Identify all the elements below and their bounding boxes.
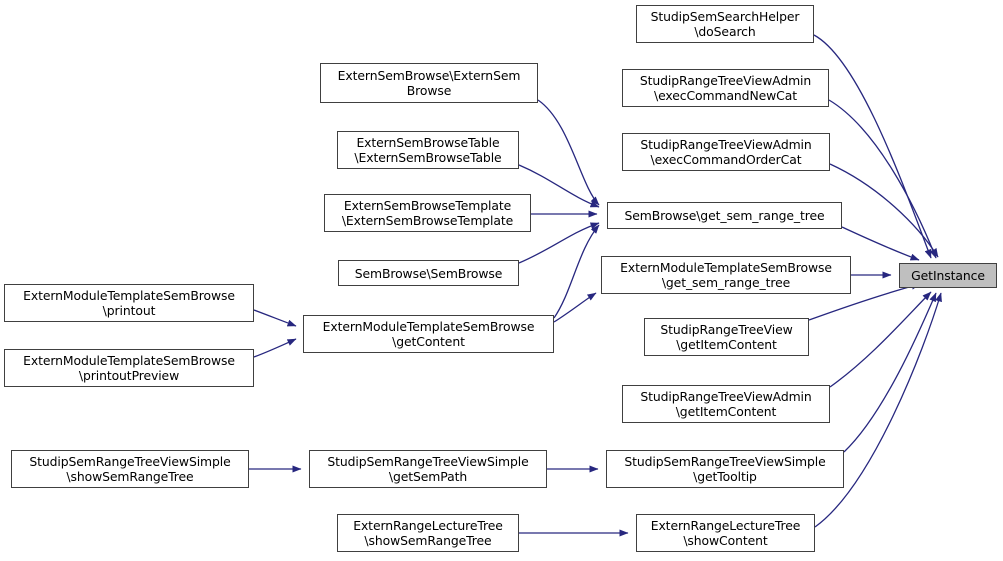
edge-rangeTreeViewAdminGetItemContent-to-getInstance — [829, 291, 932, 388]
edge-externRangeLectureTreeShowContent-to-getInstance — [814, 292, 942, 528]
node-externRangeLectureTreeShowContent[interactable]: ExternRangeLectureTree \showContent — [636, 514, 815, 552]
node-label: ExternModuleTemplateSemBrowse \printout — [23, 288, 235, 318]
node-label: ExternSemBrowseTemplate \ExternSemBrowse… — [341, 198, 514, 228]
node-label: ExternModuleTemplateSemBrowse \printoutP… — [23, 353, 235, 383]
edge-execCommandNewCat-to-getInstance — [828, 99, 937, 259]
node-label: StudipSemRangeTreeViewSimple \getTooltip — [624, 454, 826, 484]
node-label: StudipSemSearchHelper \doSearch — [650, 9, 800, 39]
node-label: ExternRangeLectureTree \showContent — [650, 518, 801, 548]
edge-externSemBrowse-to-semBrowseGetSemRangeTree — [537, 99, 600, 206]
edge-getContent-to-extModGetSemRangeTree — [553, 292, 597, 323]
node-label: ExternSemBrowseTable \ExternSemBrowseTab… — [354, 135, 502, 165]
edge-printoutPreview-to-getContent — [253, 338, 297, 358]
node-rangeTreeViewGetItemContent[interactable]: StudipRangeTreeView \getItemContent — [644, 318, 809, 356]
node-getInstance[interactable]: GetInstance — [899, 263, 997, 288]
node-semBrowseSemBrowse[interactable]: SemBrowse\SemBrowse — [338, 260, 519, 286]
node-label: SemBrowse\SemBrowse — [354, 265, 503, 281]
node-extModGetSemRangeTree[interactable]: ExternModuleTemplateSemBrowse \get_sem_r… — [601, 256, 851, 294]
node-externRangeLectureTreeShowSemRangeTree[interactable]: ExternRangeLectureTree \showSemRangeTree — [337, 514, 519, 552]
edge-semBrowseGetSemRangeTree-to-getInstance — [841, 226, 920, 261]
node-getTooltip[interactable]: StudipSemRangeTreeViewSimple \getTooltip — [606, 450, 844, 488]
node-showSemRangeTreeSimple[interactable]: StudipSemRangeTreeViewSimple \showSemRan… — [11, 450, 249, 488]
node-label: StudipSemRangeTreeViewSimple \getSemPath — [327, 454, 529, 484]
edge-printout-to-getContent — [253, 309, 297, 327]
node-printoutPreview[interactable]: ExternModuleTemplateSemBrowse \printoutP… — [4, 349, 254, 387]
edge-execCommandOrderCat-to-getInstance — [829, 163, 939, 258]
node-doSearch[interactable]: StudipSemSearchHelper \doSearch — [636, 5, 814, 43]
node-label: StudipRangeTreeView \getItemContent — [660, 322, 793, 352]
edge-getContent-to-semBrowseGetSemRangeTree — [553, 224, 600, 319]
node-rangeTreeViewAdminGetItemContent[interactable]: StudipRangeTreeViewAdmin \getItemContent — [622, 385, 830, 423]
edge-semBrowseSemBrowse-to-semBrowseGetSemRangeTree — [518, 222, 600, 264]
node-label: GetInstance — [911, 268, 985, 283]
node-label: StudipSemRangeTreeViewSimple \showSemRan… — [29, 454, 231, 484]
node-getContent[interactable]: ExternModuleTemplateSemBrowse \getConten… — [303, 315, 554, 353]
node-externSemBrowseTemplate[interactable]: ExternSemBrowseTemplate \ExternSemBrowse… — [324, 194, 531, 232]
node-execCommandOrderCat[interactable]: StudipRangeTreeViewAdmin \execCommandOrd… — [622, 133, 830, 171]
node-label: StudipRangeTreeViewAdmin \execCommandOrd… — [640, 137, 812, 167]
node-label: StudipRangeTreeViewAdmin \execCommandNew… — [639, 73, 812, 103]
node-execCommandNewCat[interactable]: StudipRangeTreeViewAdmin \execCommandNew… — [622, 69, 829, 107]
node-label: StudipRangeTreeViewAdmin \getItemContent — [640, 389, 812, 419]
node-label: ExternModuleTemplateSemBrowse \get_sem_r… — [620, 260, 832, 290]
node-getSemPath[interactable]: StudipSemRangeTreeViewSimple \getSemPath — [309, 450, 547, 488]
node-semBrowseGetSemRangeTree[interactable]: SemBrowse\get_sem_range_tree — [607, 202, 842, 229]
node-label: SemBrowse\get_sem_range_tree — [624, 208, 825, 223]
node-externSemBrowse[interactable]: ExternSemBrowse\ExternSem Browse — [320, 63, 538, 103]
node-externSemBrowseTable[interactable]: ExternSemBrowseTable \ExternSemBrowseTab… — [337, 131, 519, 169]
node-label: ExternModuleTemplateSemBrowse \getConten… — [322, 319, 535, 349]
edge-externSemBrowseTable-to-semBrowseGetSemRangeTree — [518, 164, 600, 208]
node-label: ExternRangeLectureTree \showSemRangeTree — [353, 518, 503, 548]
node-label: ExternSemBrowse\ExternSem Browse — [337, 68, 521, 98]
node-printout[interactable]: ExternModuleTemplateSemBrowse \printout — [4, 284, 254, 322]
edge-getTooltip-to-getInstance — [843, 292, 937, 453]
